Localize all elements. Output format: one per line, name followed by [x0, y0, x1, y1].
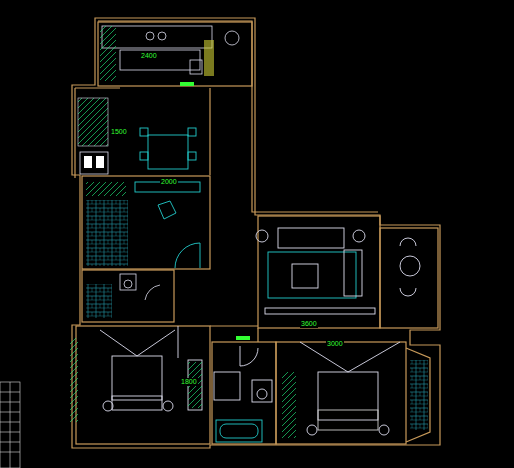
- dimension-label: 1800: [180, 378, 198, 386]
- dimension-label: 2000: [160, 178, 178, 186]
- dimension-label: 3600: [300, 320, 318, 328]
- dimension-label: 3000: [326, 340, 344, 348]
- dimension-label: 2400: [140, 52, 158, 60]
- dimension-label: 1500: [110, 128, 128, 136]
